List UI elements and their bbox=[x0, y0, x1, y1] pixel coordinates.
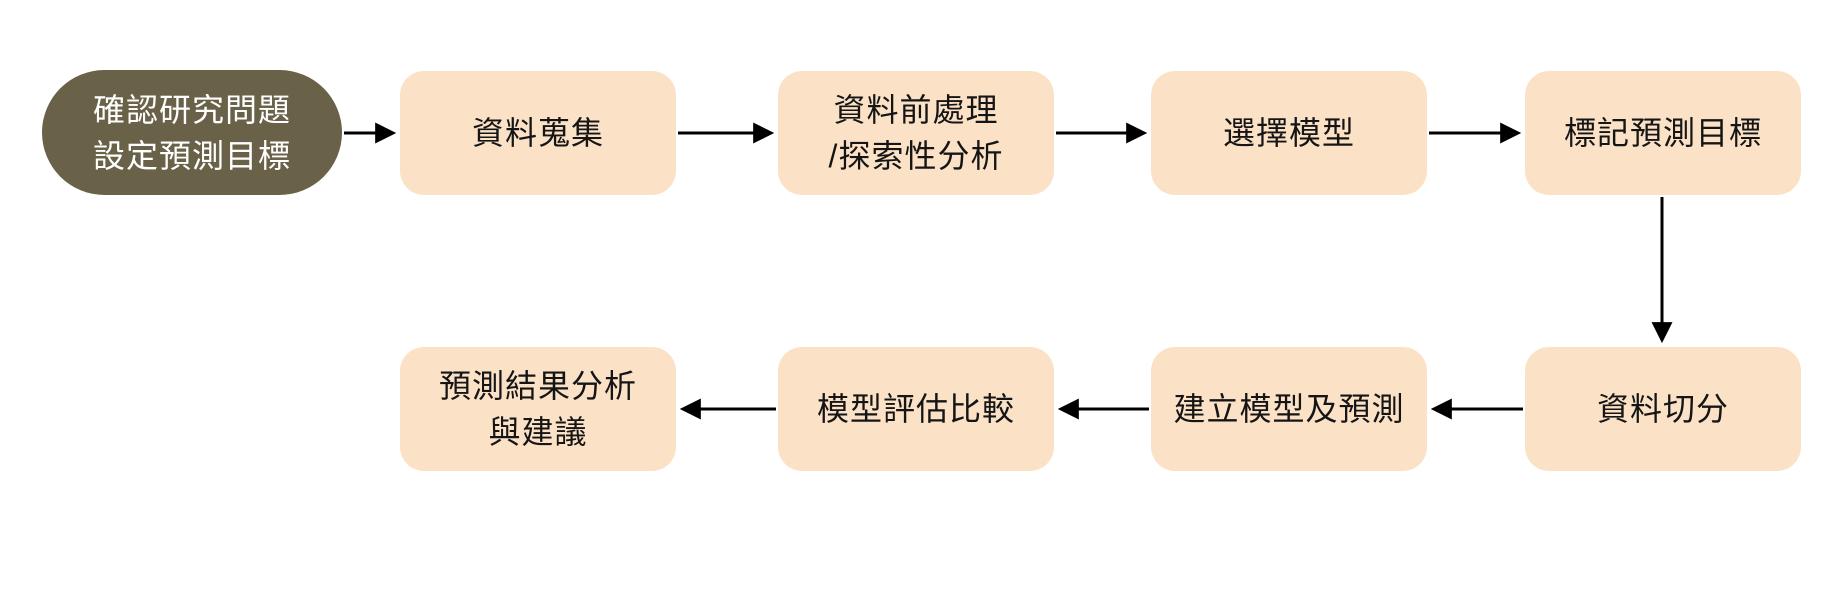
flow-node-model-selection: 選擇模型 bbox=[1151, 71, 1427, 195]
flow-node-label-target: 標記預測目標 bbox=[1525, 71, 1801, 195]
flow-node-build-predict: 建立模型及預測 bbox=[1151, 347, 1427, 471]
flow-node-start: 確認研究問題 設定預測目標 bbox=[42, 70, 342, 195]
flow-node-model-evaluation: 模型評估比較 bbox=[778, 347, 1054, 471]
flow-node-data-collection: 資料蒐集 bbox=[400, 71, 676, 195]
flow-node-data-split: 資料切分 bbox=[1525, 347, 1801, 471]
flow-node-preprocessing: 資料前處理 /探索性分析 bbox=[778, 71, 1054, 195]
flow-node-result-analysis: 預測結果分析 與建議 bbox=[400, 347, 676, 471]
